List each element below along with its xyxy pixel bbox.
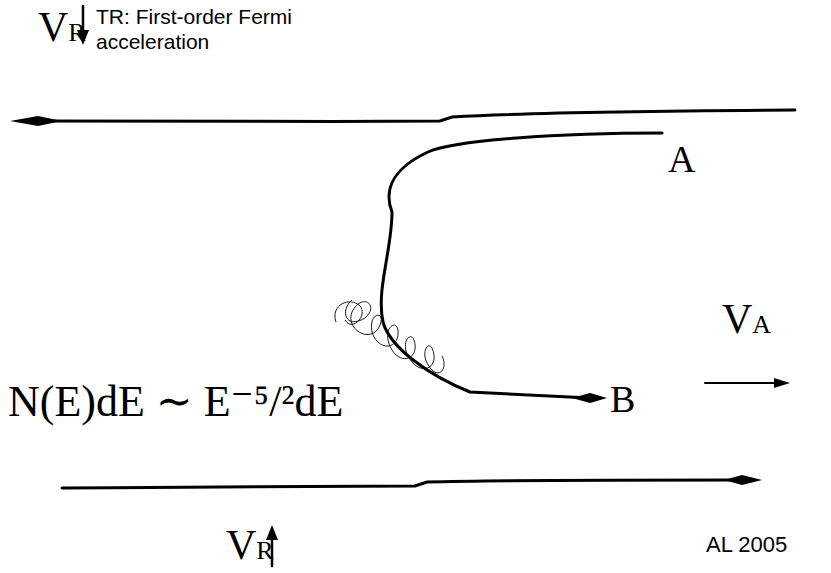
field-line xyxy=(381,133,662,398)
velocity-label: VR xyxy=(226,524,274,566)
point-label: A xyxy=(668,140,695,178)
point-label: B xyxy=(610,380,635,418)
spectrum-formula: N(E)dE ∼ E⁻⁵/²dE xyxy=(6,380,345,424)
particle-orbit xyxy=(335,302,362,324)
arrowhead xyxy=(10,116,62,126)
credit-text: AL 2005 xyxy=(706,534,787,556)
velocity-label: VA xyxy=(722,298,771,340)
particle-orbit xyxy=(346,300,445,373)
note-text: TR: First-order Fermi acceleration xyxy=(96,4,346,54)
arrowhead xyxy=(724,475,762,485)
arrowhead xyxy=(774,378,790,388)
field-line xyxy=(30,110,795,121)
arrowhead xyxy=(572,393,607,403)
velocity-label: VR xyxy=(38,6,86,48)
field-line xyxy=(62,480,740,488)
outflow-arrow xyxy=(705,382,776,384)
